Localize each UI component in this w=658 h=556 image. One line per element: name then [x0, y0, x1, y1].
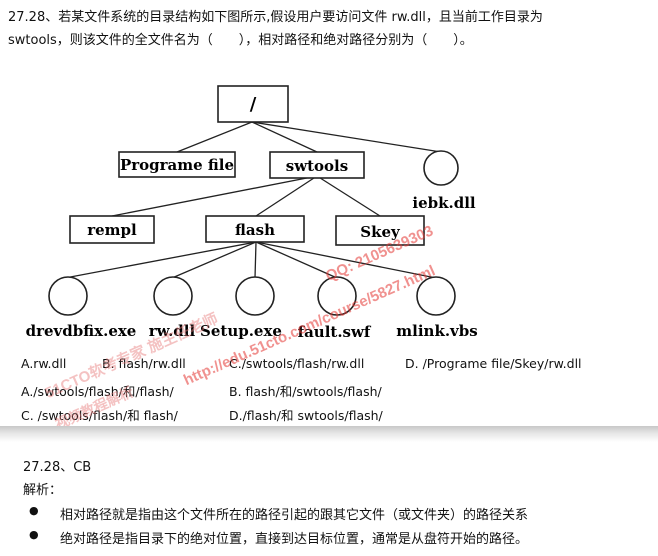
- dir-node-flash: flash: [205, 215, 305, 243]
- tree-connectors: [64, 121, 442, 279]
- bullet-text-1: 相对路径就是指由这个文件所在的路径引起的跟其它文件（或文件夹）的路径关系: [60, 508, 529, 523]
- question-text: 27.28、若某文件系统的目录结构如下图所示,假设用户要访问文件 rw.dll，…: [8, 6, 653, 52]
- option-2d: D./flash/和 swtools/flash/: [229, 408, 383, 423]
- option-2c: C. /swtools/flash/和 flash/: [21, 408, 178, 423]
- dir-label-programe-file: Programe file: [120, 156, 234, 174]
- dir-node-rempl: rempl: [69, 215, 155, 244]
- file-label-fault: fault.swf: [298, 323, 372, 341]
- dir-label-swtools: swtools: [286, 157, 348, 175]
- dir-node-programe-file: Programe file: [118, 151, 236, 178]
- file-label-iebk: iebk.dll: [412, 194, 476, 212]
- dir-node-skey: Skey: [335, 215, 425, 246]
- option-2b: B. flash/和/swtools/flash/: [229, 384, 382, 399]
- option-2a: A./swtools/flash/和/flash/: [21, 384, 174, 399]
- bullet-dot-2: ●: [29, 528, 39, 541]
- dir-label-rempl: rempl: [87, 221, 137, 239]
- question-line-2: swtools，则该文件的全文件名为（ ），相对路径和绝对路径分别为（ ）。: [8, 33, 473, 48]
- root-label: /: [250, 94, 257, 115]
- file-label-drevdbfix: drevdbfix.exe: [26, 322, 137, 340]
- file-node-iebk: iebk.dll: [412, 150, 476, 212]
- option-1a: A.rw.dll: [21, 356, 67, 371]
- dir-node-swtools: swtools: [269, 151, 365, 179]
- dir-label-flash: flash: [235, 221, 275, 239]
- option-1d: D. /Programe file/Skey/rw.dll: [405, 356, 582, 371]
- option-1c: C./swtools/flash/rw.dll: [229, 356, 365, 371]
- option-1b: B. flash/rw.dll: [102, 356, 186, 371]
- file-node-drevdbfix: drevdbfix.exe: [26, 276, 137, 340]
- bullet-dot-1: ●: [29, 504, 39, 517]
- file-node-rwdll: rw.dll: [149, 276, 196, 340]
- question-line-1: 27.28、若某文件系统的目录结构如下图所示,假设用户要访问文件 rw.dll，…: [8, 10, 543, 25]
- root-node: /: [217, 85, 289, 123]
- dir-label-skey: Skey: [360, 223, 401, 241]
- file-node-fault: fault.swf: [298, 276, 372, 341]
- bullet-text-2: 绝对路径是指目录下的绝对位置，直接到达目标位置，通常是从盘符开始的路径。: [60, 532, 529, 547]
- answer-heading: 解析：: [23, 483, 63, 498]
- file-label-mlink: mlink.vbs: [396, 322, 477, 340]
- answer-number: 27.28、CB: [23, 460, 92, 475]
- directory-tree-diagram: / Programe file swtools iebk.dll rempl f…: [26, 85, 478, 341]
- file-label-setup: Setup.exe: [200, 322, 282, 340]
- file-node-setup: Setup.exe: [200, 276, 282, 340]
- file-label-rwdll: rw.dll: [149, 322, 196, 340]
- section-divider: [0, 426, 658, 442]
- file-node-mlink: mlink.vbs: [396, 276, 478, 340]
